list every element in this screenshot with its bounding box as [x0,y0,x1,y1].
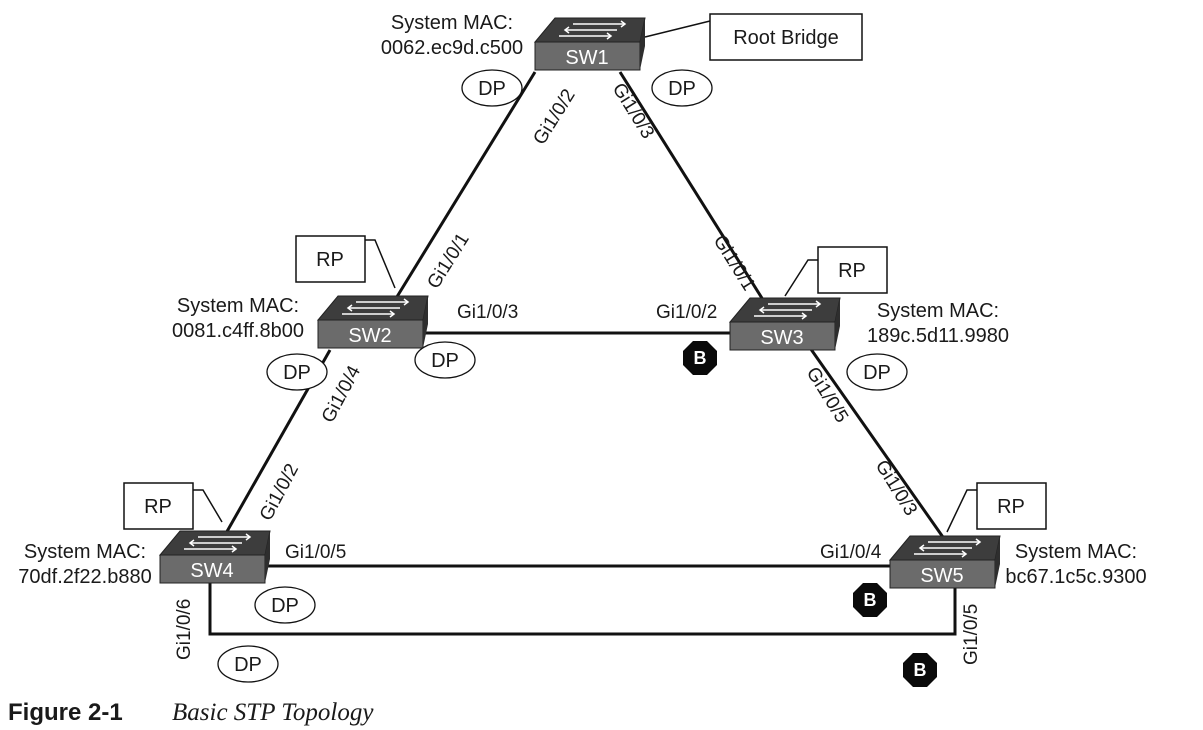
port-sw1-gi2: Gi1/0/2 [529,86,579,149]
root-bridge-label: Root Bridge [733,27,839,49]
switch-name: SW1 [565,47,608,69]
sw3-mac-label: System MAC: [877,300,999,322]
dp-oval-sw4-gi5 [254,586,316,624]
sw1-mac-label: System MAC: [391,12,513,34]
switch-name: SW5 [920,565,963,587]
port-sw3-gi1: Gi1/0/1 [709,232,759,295]
sw4-mac-label: System MAC: [24,541,146,563]
dp-oval-sw1-gi2 [461,69,523,107]
sw1-mac: 0062.ec9d.c500 [381,37,523,59]
port-sw5-gi5: Gi1/0/5 [961,604,982,665]
switch-body [159,554,266,584]
port-sw3-gi2: Gi1/0/2 [656,302,717,323]
switch-sw4[interactable]: SW4 [158,530,271,584]
switch-side [423,296,428,348]
switch-side [640,18,645,70]
switch-body [889,559,996,589]
rp-label-sw5: RP [997,496,1025,518]
switch-name: SW3 [760,327,803,349]
switch-body [317,319,424,349]
rp-box-sw2 [295,235,366,283]
sw2-mac-label: System MAC: [177,295,299,317]
dp-oval-sw3-gi5 [846,353,908,391]
dp-oval-sw1-gi3 [651,69,713,107]
switch-arrows-icon [559,20,627,40]
rp-box-sw4 [123,482,194,530]
blocking-marker-sw3-gi2: B [683,341,717,375]
dp-label-sw2-gi4: DP [283,362,311,384]
switch-name: SW4 [190,560,233,582]
switch-body [729,321,836,351]
switch-side [995,536,1000,588]
root-bridge-leader [644,20,711,38]
switch-arrows-icon [754,300,822,320]
dp-label-sw2-gi3: DP [431,350,459,372]
rp-sw2-leader [365,239,396,289]
port-sw5-gi3: Gi1/0/3 [871,457,921,520]
dp-label-sw3-gi5: DP [863,362,891,384]
port-sw2-gi3: Gi1/0/3 [457,302,518,323]
blocking-marker-sw5-gi4: B [853,583,887,617]
switch-side [835,298,840,350]
rp-sw4-leader [193,489,223,523]
switch-arrows-icon [342,298,410,318]
sw2-mac: 0081.c4ff.8b00 [172,320,304,342]
sw5-mac-label: System MAC: [1015,541,1137,563]
figure-title: Basic STP Topology [172,699,374,726]
link-sw1-sw2 [393,71,537,301]
sw3-mac: 189c.5d11.9980 [867,325,1009,347]
dp-label-sw4-gi6: DP [234,654,262,676]
dp-label-sw1-gi3: DP [668,78,696,100]
port-sw4-gi5: Gi1/0/5 [285,542,346,563]
rp-label-sw2: RP [316,249,344,271]
blocking-marker-sw5-gi5: B [903,653,937,687]
link-sw4-sw5-gi6-gi5 [208,582,957,636]
rp-sw5-leader [946,489,977,533]
blocking-label: B [864,590,877,610]
switch-arrows-icon [184,533,252,553]
link-sw1-sw3 [618,71,767,304]
switch-sw2[interactable]: SW2 [316,295,429,349]
rp-box-sw3 [817,246,888,294]
sw4-mac: 70df.2f22.b880 [18,566,151,588]
dp-oval-sw2-gi3 [414,341,476,379]
switch-sw3[interactable]: SW3 [728,297,841,351]
sw5-mac: bc67.1c5c.9300 [1005,566,1146,588]
port-sw5-gi4: Gi1/0/4 [820,542,882,563]
link-sw3-sw5 [806,344,947,541]
blocking-label: B [914,660,927,680]
switch-name: SW2 [348,325,391,347]
dp-label-sw4-gi5: DP [271,595,299,617]
switch-sw1[interactable]: SW1 [533,17,646,71]
dp-oval-sw2-gi4 [266,353,328,391]
switch-arrows-icon [914,538,982,558]
port-sw4-gi6: Gi1/0/6 [174,599,195,660]
rp-label-sw4: RP [144,496,172,518]
rp-label-sw3: RP [838,260,866,282]
rp-box-sw5 [976,482,1047,530]
blocking-label: B [694,348,707,368]
switch-sw5[interactable]: SW5 [888,535,1001,589]
figure-number: Figure 2-1 [8,699,123,726]
port-sw1-gi3: Gi1/0/3 [608,80,658,143]
switch-side [265,531,270,583]
dp-label-sw1-gi2: DP [478,78,506,100]
rp-sw3-leader [784,259,818,297]
root-bridge-box [709,13,863,61]
dp-oval-sw4-gi6 [217,645,279,683]
